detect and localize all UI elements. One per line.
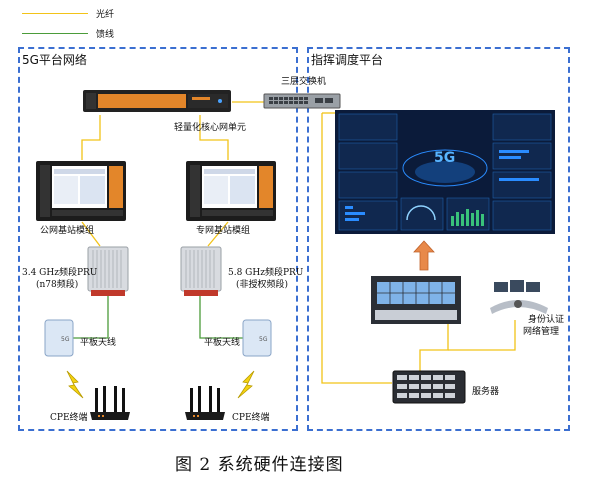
antenna-left: 5G [44, 319, 74, 357]
wireless-link-right-icon [237, 370, 255, 399]
antenna-right-badge: 5G [259, 336, 268, 343]
cpe-right-device [185, 386, 225, 420]
rru-public-label-1: 3.4 GHz频段PRU [22, 268, 98, 278]
antenna-left-badge: 5G [61, 336, 70, 343]
legend-feeder-label: 馈线 [96, 30, 115, 40]
dashboard-5g-badge: 5G [434, 150, 455, 166]
5g-platform-region [18, 47, 298, 431]
server-label: 服务器 [472, 387, 500, 397]
dashboard-screen: 5G [335, 110, 555, 234]
server-device [392, 370, 466, 404]
security-label: 身份认证 [528, 315, 565, 325]
switch-label: 三层交换机 [281, 77, 327, 87]
cpe-left-device [90, 386, 130, 420]
5g-platform-title: 5G平台网络 [22, 53, 87, 67]
core-network-unit [83, 90, 231, 112]
cpe-right-label: CPE终端 [232, 413, 270, 423]
antenna-right-label: 平板天线 [204, 338, 241, 348]
switch-device [263, 93, 341, 109]
legend-fiber-label: 光纤 [96, 10, 115, 20]
figure-caption: 图 2 系统硬件连接图 [175, 455, 344, 475]
rru-public-device [87, 246, 129, 296]
core-unit-label: 轻量化核心网单元 [174, 123, 247, 133]
bbu-public-label: 公网基站模组 [40, 226, 95, 236]
control-room-photo [371, 276, 461, 324]
cpe-left-label: CPE终端 [50, 413, 88, 423]
command-platform-region [307, 47, 570, 431]
rru-private-label-2: (非授权频段) [236, 280, 289, 290]
bbu-private-device [186, 161, 276, 221]
rru-public-label-2: (n78频段) [36, 280, 79, 290]
network-mgmt-label: 网络管理 [523, 327, 560, 337]
security-workstation-photo [490, 280, 548, 314]
bbu-private-label: 专网基站模组 [196, 226, 251, 236]
antenna-left-label: 平板天线 [80, 338, 117, 348]
legend-feeder-line [22, 33, 88, 34]
rru-private-label-1: 5.8 GHz频段PRU [228, 268, 304, 278]
up-arrow-icon [413, 240, 435, 271]
legend-fiber-line [22, 13, 88, 14]
wireless-link-left-icon [66, 370, 84, 399]
antenna-right: 5G [242, 319, 272, 357]
bbu-public-device [36, 161, 126, 221]
rru-private-device [180, 246, 222, 296]
command-platform-title: 指挥调度平台 [311, 53, 384, 67]
